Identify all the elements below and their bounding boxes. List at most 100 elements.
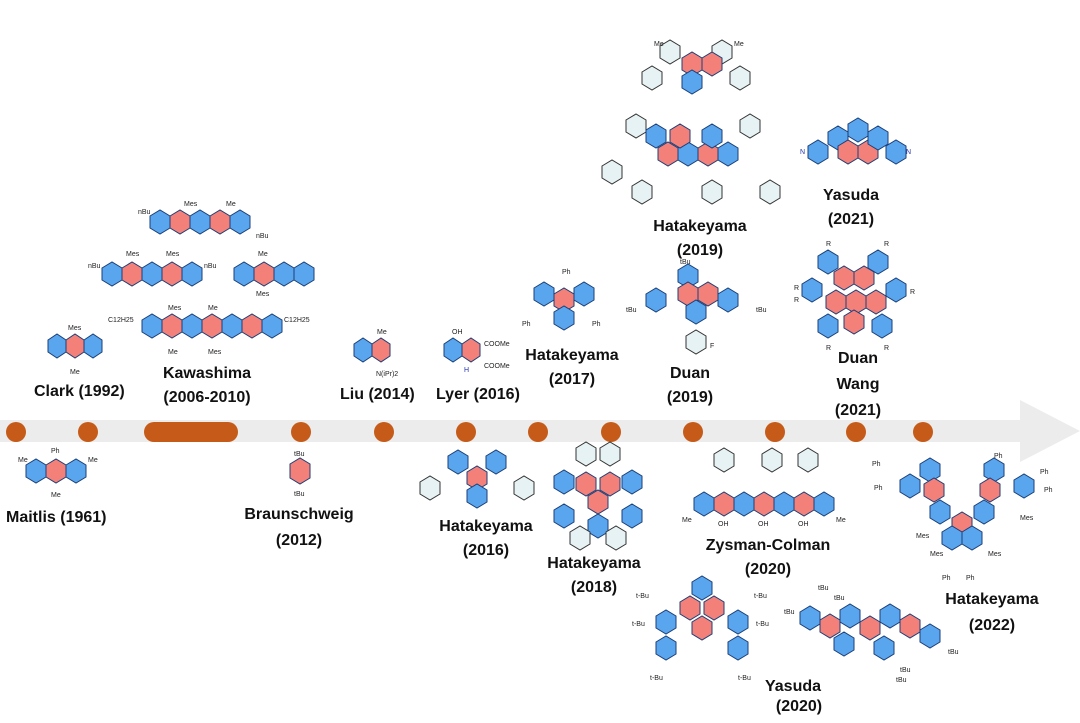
- sub-me-right: Me: [836, 517, 846, 524]
- label-kawashima: Kawashima (2006-2010): [152, 364, 262, 408]
- sub-me-left: Me: [18, 457, 28, 464]
- sub-nbu-4: nBu: [204, 263, 217, 270]
- sub-ph-5: Ph: [1044, 487, 1053, 494]
- label-yasuda-2020: Yasuda (2020): [758, 677, 828, 717]
- label-hatakeyama-2022-name: Hatakeyama: [945, 591, 1039, 608]
- label-hatakeyama-2016-name: Hatakeyama: [439, 518, 533, 535]
- sub-t-bu-3: t-Bu: [632, 621, 645, 628]
- label-yasuda-2021: Yasuda (2021): [816, 186, 886, 230]
- sub-nipr2: N(iPr)2: [376, 371, 398, 378]
- label-hatakeyama-2019: Hatakeyama (2019): [646, 217, 754, 261]
- molecule-maitlis: Ph Me Me Me: [18, 448, 98, 499]
- molecule-duan-2019: tBu tBu tBu F: [626, 259, 767, 355]
- sub-f: F: [710, 343, 714, 350]
- sub-mes-4: Mes: [988, 551, 1002, 558]
- timeline-dot-1992: [78, 422, 98, 442]
- label-hatakeyama-2016: Hatakeyama (2016): [432, 517, 540, 561]
- timeline-dot-2019: [765, 422, 785, 442]
- sub-me-2: Me: [258, 251, 268, 258]
- label-hatakeyama-2022-year: (2022): [968, 617, 1016, 634]
- sub-t-bu-1: t-Bu: [636, 593, 649, 600]
- molecule-yasuda-2020-b: tBu tBu tBu tBu tBu tBu: [784, 585, 959, 684]
- sub-tbu-top: tBu: [680, 259, 691, 266]
- label-clark: Clark (1992): [34, 383, 125, 400]
- label-liu: Liu (2014): [340, 386, 415, 403]
- sub-h: H: [464, 367, 469, 374]
- molecule-duan-wang-2021: R R R R R R R: [794, 241, 915, 352]
- sub-tbu-right: tBu: [756, 307, 767, 314]
- molecule-lyer: OH COOMe COOMe H: [443, 329, 510, 374]
- sub-r-2: R: [884, 241, 889, 248]
- label-hatakeyama-2018-name: Hatakeyama: [547, 555, 641, 572]
- molecule-liu: Me N(iPr)2: [353, 329, 398, 378]
- sub-ph-7: Ph: [966, 575, 975, 582]
- timeline-dot-1961: [6, 422, 26, 442]
- molecule-hatakeyama-2016: [419, 449, 535, 509]
- sub-mes-1: Mes: [916, 533, 930, 540]
- timeline-dot-2016b: [528, 422, 548, 442]
- sub-mes-3: Mes: [166, 251, 180, 258]
- label-kawashima-name: Kawashima: [162, 365, 252, 382]
- sub-me-n: Me: [51, 492, 61, 499]
- timeline-dot-2018: [683, 422, 703, 442]
- sub-ph-top: Ph: [562, 269, 571, 276]
- sub-ph-left: Ph: [522, 321, 531, 328]
- sub-t-bu-4: t-Bu: [756, 621, 769, 628]
- sub-ph: Ph: [51, 448, 60, 455]
- label-duan-wang-name2: Wang: [836, 376, 880, 393]
- sub-coome-1: COOMe: [484, 341, 510, 348]
- sub-me-left: Me: [682, 517, 692, 524]
- sub-me-right: Me: [88, 457, 98, 464]
- label-yasuda-2020-name: Yasuda: [764, 678, 822, 695]
- sub-me-3: Me: [208, 305, 218, 312]
- sub-t-bu-6: t-Bu: [738, 675, 751, 682]
- label-duan-wang-2021: Duan Wang (2021): [826, 349, 890, 421]
- label-hatakeyama-2017: Hatakeyama (2017): [518, 346, 626, 390]
- sub-oh: OH: [452, 329, 463, 336]
- label-zysman-colman-name: Zysman-Colman: [705, 537, 831, 554]
- label-hatakeyama-2016-year: (2016): [462, 542, 510, 559]
- label-braunschweig-year: (2012): [275, 532, 323, 549]
- label-lyer: Lyer (2016): [436, 386, 520, 403]
- label-yasuda-2020-year: (2020): [775, 698, 823, 715]
- label-kawashima-year: (2006-2010): [163, 389, 251, 406]
- molecule-kawashima: nBu Mes Me nBu nBu nBu Mes Mes Me Mes C1…: [88, 201, 315, 356]
- sub-me: Me: [377, 329, 387, 336]
- sub-nbu-3: nBu: [88, 263, 101, 270]
- sub-oh-1: OH: [718, 521, 729, 528]
- sub-c12h25-2: C12H25: [284, 317, 310, 324]
- sub-ph-right: Ph: [592, 321, 601, 328]
- label-maitlis: Maitlis (1961): [6, 509, 107, 526]
- timeline-dot-2021: [913, 422, 933, 442]
- sub-mes-4: Mes: [256, 291, 270, 298]
- sub-nbu-1: nBu: [138, 209, 151, 216]
- sub-me-4: Me: [168, 349, 178, 356]
- sub-mes-2: Mes: [1020, 515, 1034, 522]
- timeline-dot-2017: [601, 422, 621, 442]
- sub-tbu-a: tBu: [784, 609, 795, 616]
- sub-oh-3: OH: [798, 521, 809, 528]
- sub-r-4: R: [794, 297, 799, 304]
- sub-t-bu-2: t-Bu: [754, 593, 767, 600]
- sub-ph-4: Ph: [1040, 469, 1049, 476]
- label-zysman-colman: Zysman-Colman (2020): [700, 536, 836, 580]
- molecule-braunschweig: tBu tBu: [289, 451, 311, 498]
- label-hatakeyama-2017-year: (2017): [548, 371, 596, 388]
- sub-mes-3: Mes: [930, 551, 944, 558]
- label-hatakeyama-2019-year: (2019): [676, 242, 724, 259]
- timeline-dot-2012: [291, 422, 311, 442]
- sub-tbu-top: tBu: [294, 451, 305, 458]
- sub-r-5: R: [910, 289, 915, 296]
- label-braunschweig-name: Braunschweig: [244, 506, 354, 523]
- sub-tbu-c: tBu: [834, 595, 845, 602]
- label-hatakeyama-2017-name: Hatakeyama: [525, 347, 619, 364]
- sub-r-1: R: [826, 241, 831, 248]
- molecule-clark: Mes Me: [47, 325, 103, 376]
- sub-tbu-e: tBu: [900, 667, 911, 674]
- label-duan-wang-name1: Duan: [838, 350, 878, 367]
- sub-me: Me: [70, 369, 80, 376]
- timeline-bar-2006-2010: [144, 422, 238, 442]
- label-hatakeyama-2022: Hatakeyama (2022): [938, 590, 1046, 636]
- sub-t-bu-5: t-Bu: [650, 675, 663, 682]
- sub-c12h25-1: C12H25: [108, 317, 134, 324]
